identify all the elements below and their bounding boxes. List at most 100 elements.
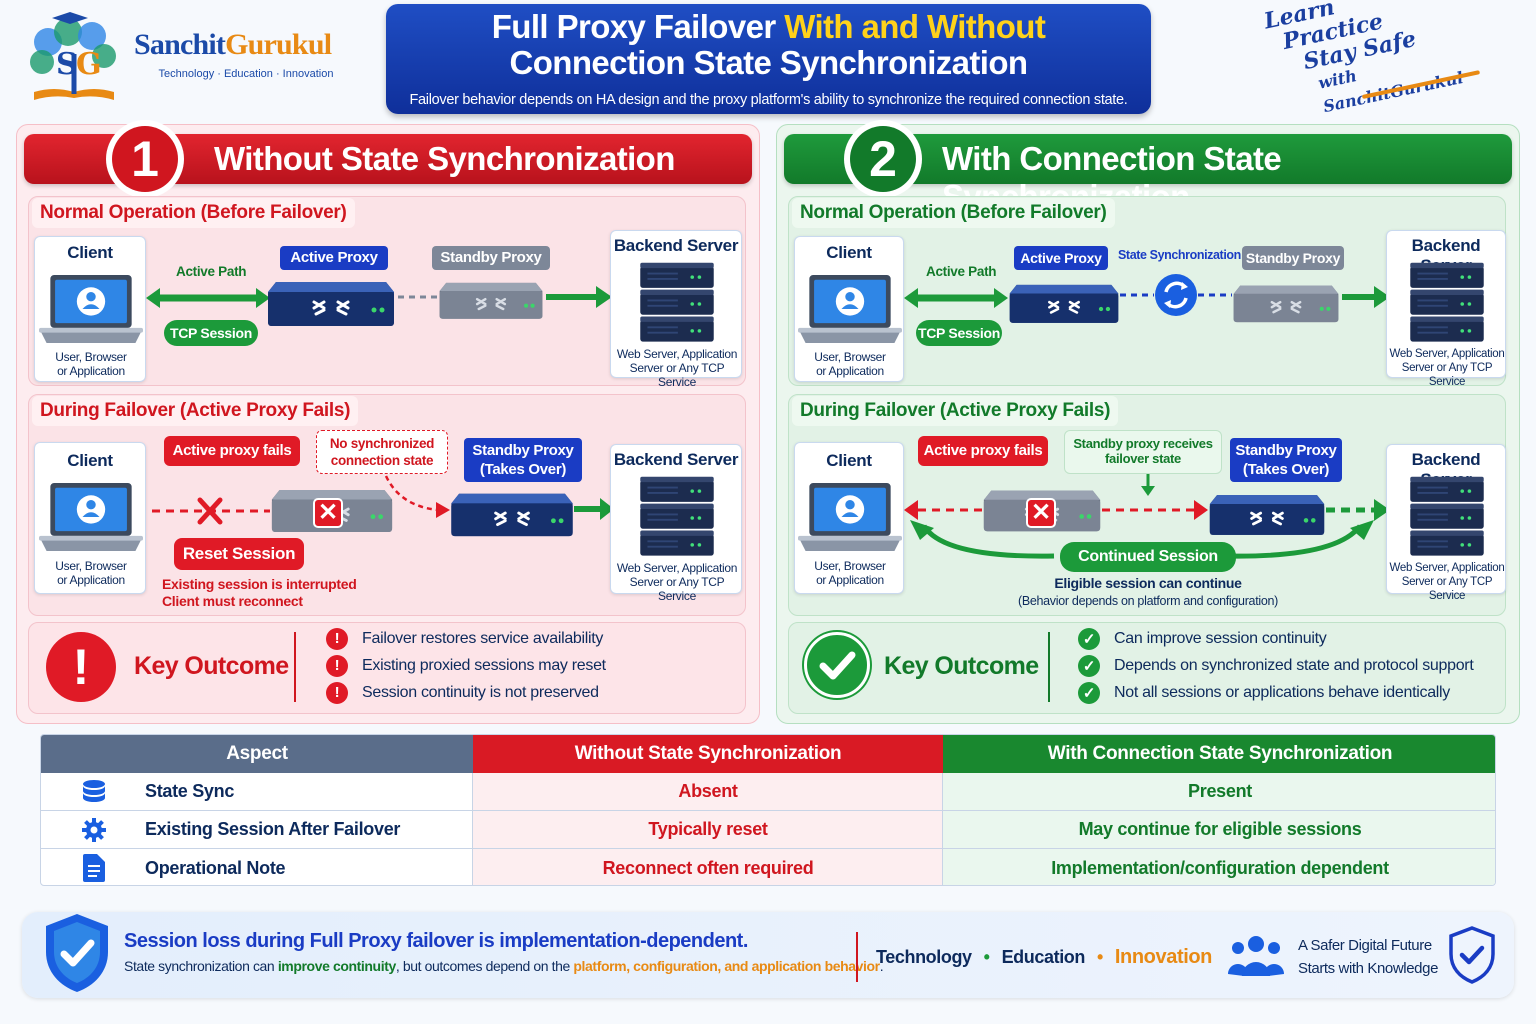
footer-closing: A Safer Digital Future Starts with Knowl… [1298, 937, 1439, 977]
check-icon: ✓ [1078, 627, 1100, 650]
right-normal-title: Normal Operation (Before Failover) [792, 198, 1115, 228]
failure-x-icon: ✕ [313, 498, 343, 528]
alert-icon: ! [326, 654, 348, 677]
gear-icon [82, 818, 106, 842]
client-card: Client User, Browser or Application [794, 442, 904, 594]
right-failover-title: During Failover (Active Proxy Fails) [792, 396, 1119, 426]
backend-arrow [546, 286, 612, 308]
server-icon [633, 475, 721, 561]
active-proxy-fails-badge: Active proxy fails [164, 436, 300, 466]
table-cell-without: Typically reset [648, 819, 768, 839]
divider [294, 632, 296, 702]
table-header-with: With Connection State Synchronization [943, 735, 1495, 773]
laptop-icon [798, 481, 902, 553]
number-badge-1: 1 [106, 120, 184, 198]
reset-session-badge: Reset Session [174, 538, 304, 570]
document-icon [83, 854, 105, 882]
standby-receives-note: Standby proxy receives failover state [1064, 430, 1222, 474]
client-card: Client User, Browser or Application [794, 236, 904, 382]
broken-path [152, 497, 270, 525]
table-header-without: Without State Synchronization [473, 735, 943, 773]
laptop-icon [39, 481, 143, 553]
active-path-arrow [146, 288, 270, 308]
footer-subtext: State synchronization can improve contin… [124, 958, 884, 974]
backend-arrow [1342, 286, 1390, 308]
standby-takes-over-label: Standby Proxy(Takes Over) [464, 438, 582, 482]
divider [856, 932, 858, 982]
divider [1048, 632, 1050, 702]
laptop-icon [798, 273, 902, 345]
no-sync-note: No synchronized connection state [316, 430, 448, 474]
svg-text:G: G [76, 47, 102, 82]
right-outcome-list: ✓Can improve session continuity ✓Depends… [1078, 625, 1474, 706]
shield-check-icon [46, 914, 108, 992]
standby-proxy-icon [438, 276, 544, 324]
key-outcome-title: Key Outcome [134, 652, 289, 680]
active-path-label: Active Path [926, 264, 997, 279]
standby-link [398, 295, 438, 299]
table-cell-with: May continue for eligible sessions [1078, 819, 1362, 839]
check-icon: ✓ [1078, 681, 1100, 704]
standby-proxy-icon [1232, 278, 1340, 328]
backend-arrow [574, 498, 614, 520]
active-proxy-label: Active Proxy [280, 246, 388, 270]
check-icon [804, 632, 870, 698]
backend-arrow [1326, 499, 1390, 521]
footer-pillars: Technology•Education•Innovation [876, 946, 1212, 968]
behavior-note: (Behavior depends on platform and config… [1017, 594, 1279, 608]
shield-check-icon [1449, 926, 1495, 984]
footer-headline: Session loss during Full Proxy failover … [124, 930, 748, 952]
comparison-table: Aspect Without State Synchronization Wit… [40, 734, 1496, 886]
left-key-outcome [28, 622, 746, 714]
database-icon [83, 780, 105, 802]
down-arrow-icon [1141, 474, 1155, 496]
list-item: !Session continuity is not preserved [326, 679, 606, 706]
list-item: !Failover restores service availability [326, 625, 606, 652]
server-icon [633, 261, 721, 347]
page-subtitle: Failover behavior depends on HA design a… [409, 92, 1128, 108]
list-item: ✓Depends on synchronized state and proto… [1078, 652, 1474, 679]
table-header-aspect: Aspect [41, 735, 473, 773]
server-icon [1403, 261, 1491, 347]
continued-session-arrow [910, 520, 1374, 559]
left-panel-title: Without State Synchronization [214, 140, 675, 177]
list-item: !Existing proxied sessions may reset [326, 652, 606, 679]
tcp-session-badge: TCP Session [916, 320, 1002, 346]
page-title-line1: Full Proxy Failover With and Without [491, 8, 1046, 45]
alert-icon: ! [46, 632, 116, 702]
table-cell-aspect: Existing Session After Failover [145, 819, 401, 839]
broken-path [904, 500, 986, 520]
sanchitgurukul-logo-icon: S G [18, 12, 130, 106]
slogan: Learn Practice Stay Safe with SanchitGur… [1262, 0, 1490, 118]
client-card: Client User, Browser or Application [34, 442, 146, 594]
brand-name: SanchitGurukul [134, 28, 332, 61]
backend-server-card: Backend Server Web Server, Application S… [1386, 230, 1506, 388]
standby-takes-over-label: Standby Proxy(Takes Over) [1230, 438, 1342, 482]
tcp-session-badge: TCP Session [164, 320, 258, 346]
active-proxy-fails-badge: Active proxy fails [918, 436, 1048, 466]
alert-icon: ! [326, 681, 348, 704]
standby-proxy-label: Standby Proxy [1242, 246, 1344, 270]
laptop-icon [39, 273, 143, 345]
failure-x-icon: ✕ [1026, 498, 1056, 528]
key-outcome-title: Key Outcome [884, 652, 1039, 680]
alert-icon: ! [326, 627, 348, 650]
left-normal-title: Normal Operation (Before Failover) [32, 198, 355, 228]
table-cell-without: Reconnect often required [602, 857, 814, 878]
state-sync-label: State Synchronization [1118, 248, 1241, 262]
brand-tagline: Technology · Education · Innovation [158, 68, 334, 80]
state-sync-link [1120, 274, 1232, 316]
number-badge-2: 2 [844, 120, 922, 198]
title-banner: Full Proxy Failover With and Without Con… [386, 4, 1151, 114]
table-cell-with: Implementation/configuration dependent [1051, 857, 1389, 878]
standby-proxy-label: Standby Proxy [432, 246, 550, 270]
table-cell-aspect: State Sync [145, 781, 235, 801]
active-path-label: Active Path [176, 264, 247, 279]
continued-session-badge: Continued Session [1060, 542, 1236, 572]
backend-server-card: Backend Server Web Server, Application S… [1386, 444, 1506, 602]
no-sync-arrow [384, 475, 450, 518]
new-active-proxy-icon [448, 488, 576, 540]
failover-state-arrow [1102, 500, 1208, 520]
server-icon [1403, 475, 1491, 561]
list-item: ✓Can improve session continuity [1078, 625, 1473, 652]
